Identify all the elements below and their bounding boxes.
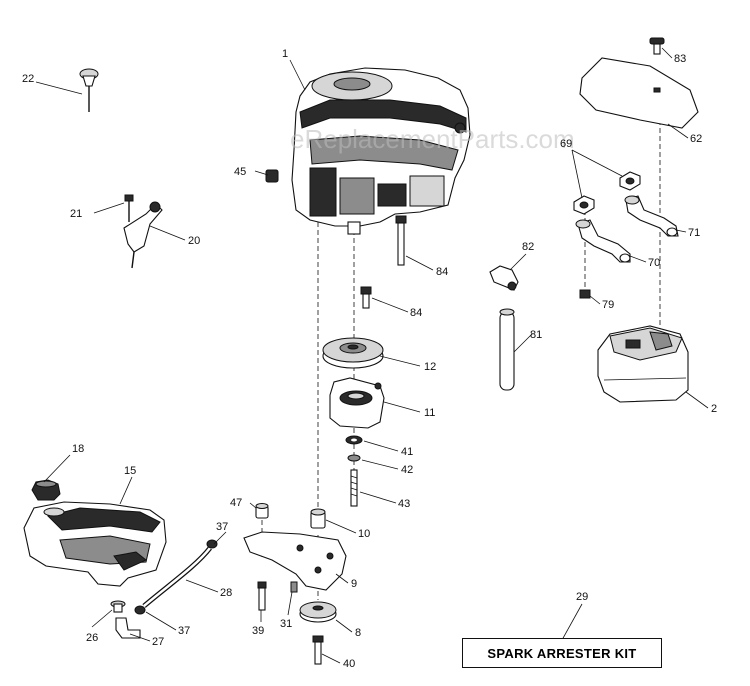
callout-22: 22 [22,73,34,85]
callout-71: 71 [688,227,700,239]
part-20-bracket[interactable] [123,201,163,269]
callout-39: 39 [252,625,264,637]
part-15-fuel-tank[interactable] [23,501,167,587]
part-79-bolt[interactable] [579,289,591,299]
callout-70: 70 [648,257,660,269]
part-28-fuel-line[interactable] [142,546,212,608]
callout-20: 20 [188,235,200,247]
callout-81: 81 [530,329,542,341]
callout-labels: 1 45 22 21 20 84 84 12 11 41 42 43 10 47… [22,48,717,670]
callout-84-lower: 84 [410,307,422,319]
callout-83: 83 [674,53,686,65]
part-31-pin[interactable] [290,581,298,593]
part-83-screw[interactable] [649,37,665,55]
spark-arrester-kit-label: SPARK ARRESTER KIT [487,645,637,661]
part-47-spacer[interactable] [255,503,269,519]
callout-41: 41 [401,446,413,458]
callout-31: 31 [280,618,292,630]
callout-82: 82 [522,241,534,253]
callout-79: 79 [602,299,614,311]
callout-15: 15 [124,465,136,477]
part-69-gasket-lower[interactable] [573,195,595,215]
leader-lines [35,47,709,664]
part-22-fastener[interactable] [79,68,99,112]
part-81-tube[interactable] [499,308,515,391]
part-37-clamp-upper[interactable] [206,539,218,549]
callout-62: 62 [690,133,702,145]
callout-10: 10 [358,528,370,540]
part-11-clutch[interactable] [329,377,385,429]
part-69-gasket-upper[interactable] [619,171,641,191]
callout-1: 1 [282,48,288,60]
callout-8: 8 [355,627,361,639]
part-2-muffler[interactable] [597,325,689,403]
part-26-fitting[interactable] [110,600,126,613]
part-41-washer[interactable] [345,435,363,445]
part-82-fitting[interactable] [489,265,519,291]
part-71-exhaust-pipe[interactable] [624,195,679,237]
watermark: eReplacementParts.com [290,124,575,154]
part-43-bolt[interactable] [350,469,358,507]
callout-26: 26 [86,632,98,644]
callout-37-lower: 37 [178,625,190,637]
engine[interactable] [291,67,471,235]
part-8-idler-pulley[interactable] [299,601,337,623]
part-62-heat-shield[interactable] [579,57,699,129]
callout-2: 2 [711,403,717,415]
part-84-bolt-upper[interactable] [395,215,407,266]
callout-11: 11 [424,407,435,419]
part-42-washer[interactable] [347,454,361,462]
part-39-bolt[interactable] [257,581,267,611]
part-12-pulley[interactable] [322,337,384,369]
callout-42: 42 [401,464,413,476]
callout-37-upper: 37 [216,521,228,533]
callout-18: 18 [72,443,84,455]
callout-9: 9 [351,578,357,590]
part-37-clamp-lower[interactable] [134,605,146,615]
part-21-screw[interactable] [124,194,134,222]
callout-43: 43 [398,498,410,510]
callout-28: 28 [220,587,232,599]
spark-arrester-kit-box[interactable]: SPARK ARRESTER KIT [462,638,662,668]
part-9-plate[interactable] [243,531,347,591]
part-27-elbow[interactable] [115,617,141,639]
part-40-bolt[interactable] [312,635,324,665]
callout-69: 69 [560,138,572,150]
callout-21: 21 [70,208,82,220]
part-45-nut[interactable] [265,169,279,183]
callout-29: 29 [576,591,588,603]
part-70-exhaust-pipe[interactable] [575,219,631,263]
part-18-fuel-cap[interactable] [31,479,61,501]
callout-12: 12 [424,361,436,373]
part-10-spacer[interactable] [310,508,326,529]
callout-40: 40 [343,658,355,670]
part-84-bolt-lower[interactable] [360,286,372,309]
callout-45: 45 [234,166,246,178]
callout-27: 27 [152,636,164,648]
callout-47: 47 [230,497,242,509]
callout-84-upper: 84 [436,266,448,278]
